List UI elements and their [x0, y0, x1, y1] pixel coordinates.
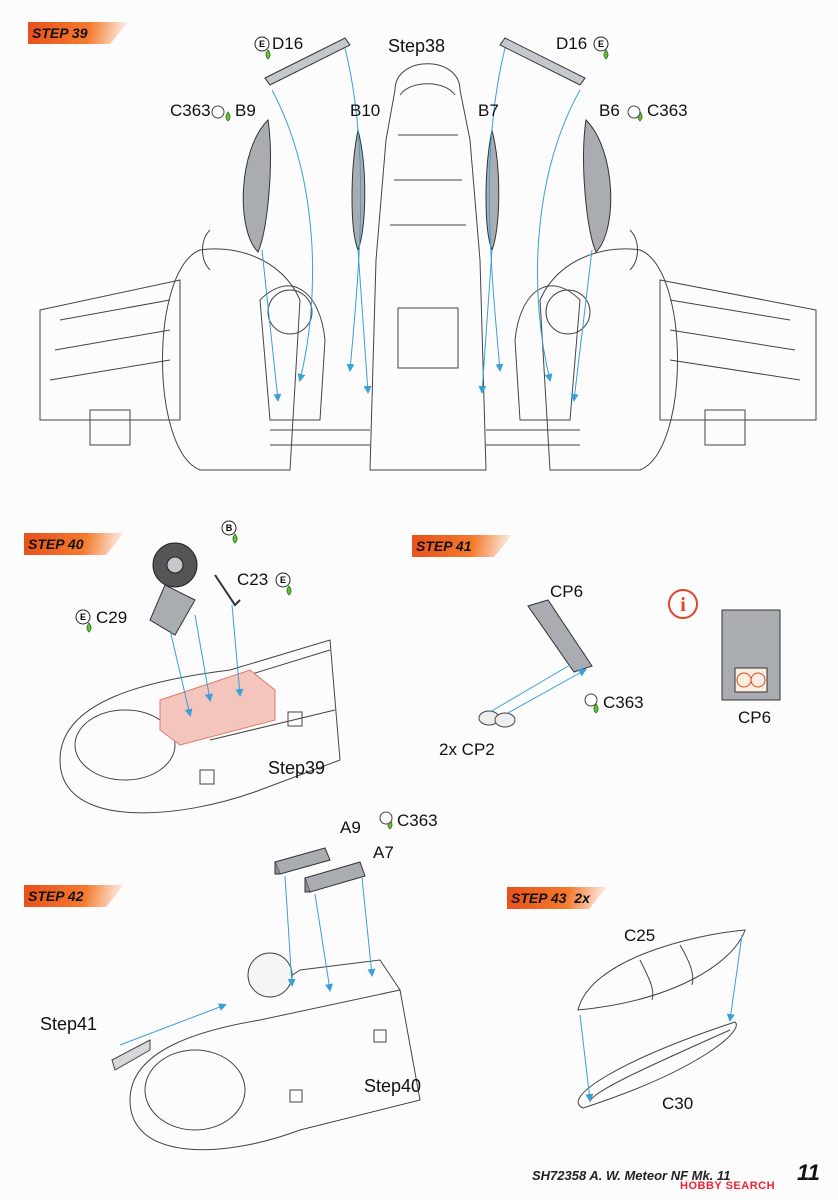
step40-tag: STEP 40	[24, 533, 124, 555]
label-b9: B9	[235, 101, 256, 120]
model-title: SH72358 A. W. Meteor NF Mk. 11	[532, 1168, 731, 1183]
label-a9: A9	[340, 818, 361, 837]
step40-leaders	[169, 604, 244, 717]
step43-drawing	[577, 929, 746, 1109]
label-step38: Step38	[388, 36, 446, 56]
label-c23: C23	[237, 570, 269, 589]
label-cp6: CP6	[550, 582, 584, 601]
label-b7: B7	[478, 101, 499, 120]
step42-parts	[274, 847, 366, 893]
step39-parts	[242, 37, 612, 253]
label-c363: C363	[170, 101, 211, 120]
step43-qty: 2x	[574, 890, 590, 906]
watermark: HOBBY SEARCH	[680, 1180, 776, 1192]
label-step41: Step41	[40, 1014, 98, 1034]
step39-drawing	[39, 63, 817, 471]
label-b6: B6	[599, 101, 620, 120]
label-cp6: CP6	[738, 708, 772, 727]
label-c363: C363	[603, 693, 644, 712]
step39-leaders	[261, 47, 593, 402]
label-c30: C30	[662, 1094, 694, 1113]
label-step39: Step39	[268, 758, 326, 778]
label-c29: C29	[96, 608, 128, 627]
step40-drawing	[59, 639, 341, 814]
label-c25: C25	[624, 926, 656, 945]
step39-tag: STEP 39	[28, 22, 128, 44]
step43-leaders	[579, 934, 743, 1102]
page-number: 11	[797, 1160, 820, 1185]
step40-bay	[159, 669, 276, 746]
label-c363: C363	[647, 101, 688, 120]
step43-tag: STEP 43 2x	[507, 887, 637, 909]
step40-parts	[149, 542, 241, 636]
step42-drawing	[111, 952, 421, 1151]
step42-tag: STEP 42	[24, 885, 124, 907]
label-d16-left: D16	[272, 34, 304, 53]
label-a7: A7	[373, 843, 394, 862]
step41-drawing	[478, 599, 781, 728]
label-cp2: 2x CP2	[439, 740, 495, 759]
label-d16-right: D16	[556, 34, 588, 53]
label-c363: C363	[397, 811, 438, 830]
label-step40: Step40	[364, 1076, 422, 1096]
step41-tag: STEP 41	[412, 535, 512, 557]
label-b10: B10	[350, 101, 381, 120]
step42-leaders	[119, 875, 376, 1046]
